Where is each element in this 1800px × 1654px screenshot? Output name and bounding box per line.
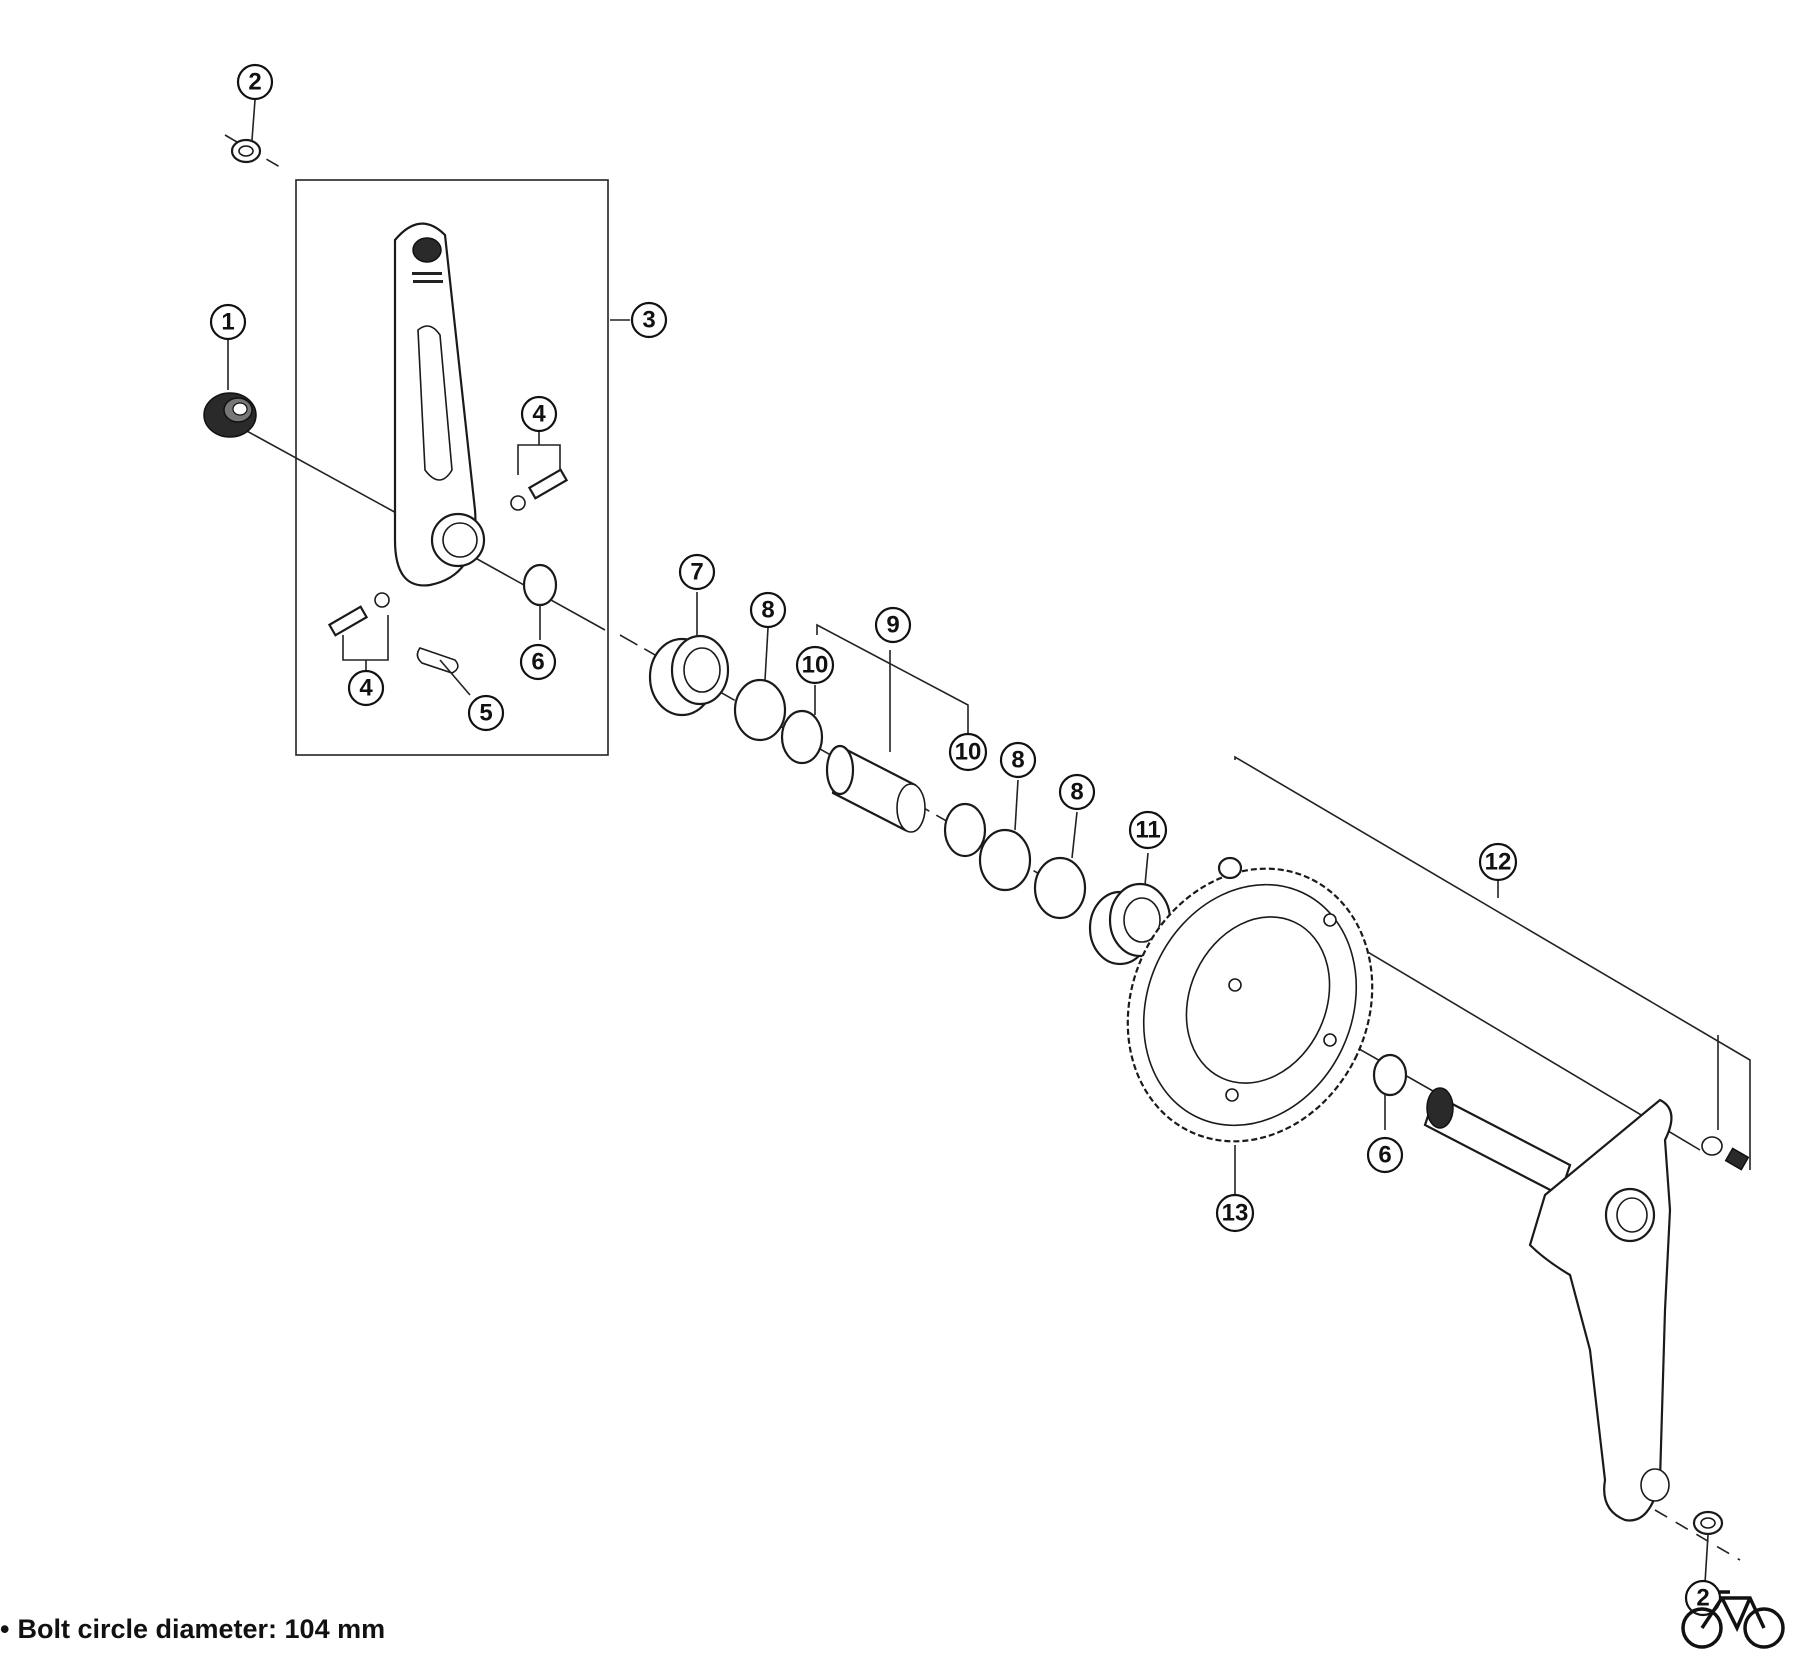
svg-text:2: 2 [248,69,261,96]
svg-text:10: 10 [955,739,982,766]
callout-3: 3 [630,301,668,339]
callout-7: 7 [678,553,716,591]
callout-2-bottom: 2 [1684,1579,1722,1617]
callout-4-lower: 4 [347,669,385,707]
svg-text:7: 7 [690,559,703,586]
crank-cap [203,392,257,438]
safety-plate [416,647,459,674]
callout-5: 5 [467,694,505,732]
inner-sleeve [825,744,926,833]
svg-text:9: 9 [886,612,899,639]
callout-6-right: 6 [1366,1136,1404,1174]
svg-text:3: 3 [642,307,655,334]
svg-text:1: 1 [221,309,234,336]
bicycle-icon [1681,1590,1785,1649]
chainring-bolt-nut [1217,856,1243,880]
svg-text:8: 8 [761,597,774,624]
callout-11: 11 [1128,810,1168,850]
ring-left [780,709,824,765]
spacer-3 [1033,856,1087,920]
left-crank-arm [393,222,486,587]
callout-8-c: 8 [1058,773,1096,811]
bolt-bracket-12 [1234,755,1751,1170]
right-crank-arm [1423,1087,1673,1522]
svg-text:2: 2 [1696,1585,1709,1612]
svg-text:10: 10 [802,652,829,679]
callout-8-b: 8 [999,741,1037,779]
chainring-bolt [1701,1136,1750,1171]
ring-right [943,802,987,858]
callout-10-right: 10 [948,732,988,772]
washer-top [230,138,262,164]
left-bearing-cup [648,634,730,717]
callout-13: 13 [1215,1193,1255,1233]
spacer-2 [978,828,1032,892]
pinch-bolt-lower [327,592,390,637]
svg-text:13: 13 [1222,1200,1249,1227]
svg-text:4: 4 [359,675,373,702]
callout-8-a: 8 [749,591,787,629]
svg-text:6: 6 [1378,1142,1391,1169]
callout-10-left: 10 [795,645,835,685]
left-crank-group-box [295,179,609,756]
callout-9: 9 [874,606,912,644]
svg-text:6: 6 [531,649,544,676]
o-ring-left [522,563,558,607]
svg-text:11: 11 [1135,817,1160,844]
spacer-1 [733,678,787,742]
svg-text:12: 12 [1485,849,1512,876]
footnote-text: Bolt circle diameter: 104 mm [17,1614,386,1644]
callout-4-upper: 4 [520,395,558,433]
pinch-bolt-upper [510,468,569,511]
svg-text:5: 5 [479,700,492,727]
svg-text:8: 8 [1070,779,1083,806]
chainring [1126,867,1374,1143]
callout-6-left: 6 [519,643,557,681]
callout-12: 12 [1478,842,1518,882]
svg-text:4: 4 [532,401,546,428]
bolt-circle-footnote: •Bolt circle diameter: 104 mm [0,1614,385,1645]
callout-2-top: 2 [236,63,274,101]
callout-1: 1 [209,303,247,341]
o-ring-right [1372,1053,1408,1097]
svg-text:8: 8 [1011,747,1024,774]
footnote-bullet: • [0,1614,10,1644]
leader-lines [227,99,1709,1584]
washer-bottom [1692,1510,1724,1536]
